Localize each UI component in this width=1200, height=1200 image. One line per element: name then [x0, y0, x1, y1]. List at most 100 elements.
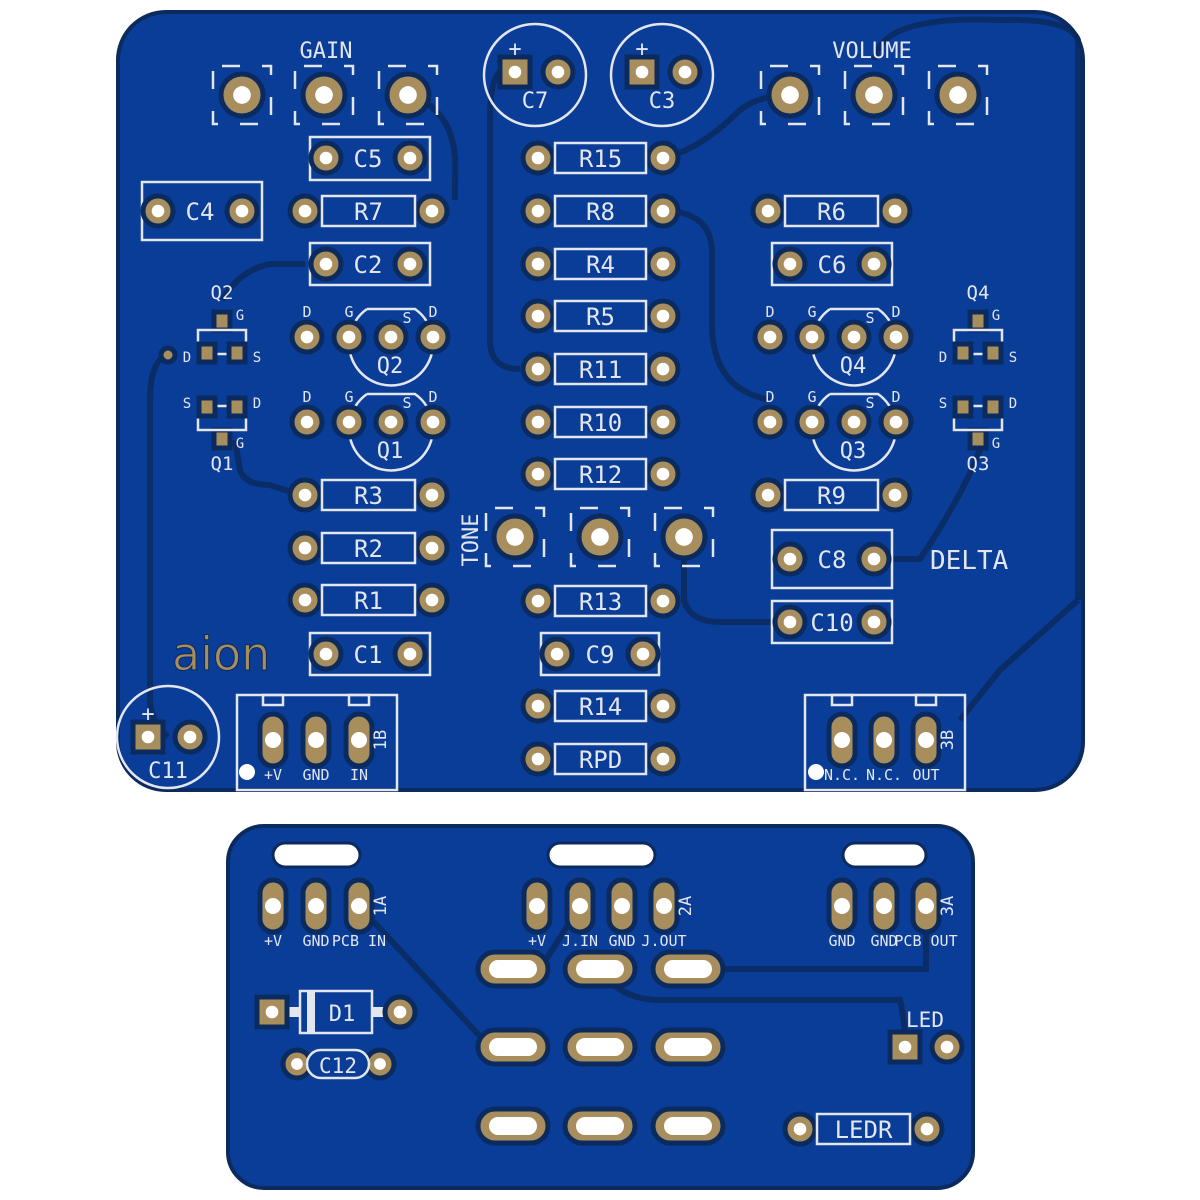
key-tab — [347, 693, 371, 707]
drill-hole — [888, 488, 902, 502]
lug-slot — [576, 1117, 624, 1135]
aion-logo: aion — [172, 627, 271, 682]
diode-d1: D1 — [254, 989, 418, 1035]
resistor-r8: R8 — [520, 193, 681, 229]
drill-hole — [425, 593, 439, 607]
electrolytic-c11: +C11 — [115, 684, 221, 790]
drill-hole — [591, 528, 609, 546]
resistor-label: RPD — [579, 746, 622, 774]
pin-label: D — [428, 303, 437, 321]
pot-outline — [484, 506, 546, 568]
resistor-label: R6 — [817, 198, 846, 226]
pin-label: G — [992, 308, 1000, 324]
resistor-r13: R13 — [520, 583, 681, 619]
resistor-r15: R15 — [520, 140, 681, 176]
transistor-label: Q1 — [377, 439, 404, 464]
drill-hole — [550, 647, 564, 661]
drill-hole — [531, 309, 545, 323]
resistor-label: R9 — [817, 482, 846, 510]
smd-pad — [226, 341, 248, 365]
drill-hole — [426, 415, 440, 429]
drill-hole — [940, 1040, 954, 1054]
capacitor-label: C6 — [818, 251, 847, 279]
resistor-body — [553, 405, 648, 439]
drill-hole — [551, 65, 565, 79]
drill-hole — [291, 1058, 303, 1070]
pin-label: PCB IN — [332, 932, 386, 950]
pot-outline — [653, 506, 715, 568]
capacitor-outline — [609, 22, 715, 128]
drill-hole — [656, 699, 670, 713]
drill-hole — [656, 752, 670, 766]
drill-hole — [763, 415, 777, 429]
connector-id: 2A — [676, 896, 696, 916]
resistor-r4: R4 — [520, 246, 681, 282]
pin-label: S — [865, 309, 874, 327]
drill-hole — [300, 330, 314, 344]
pin-label: D — [765, 303, 774, 321]
drill-hole — [319, 151, 333, 165]
pin-label: S — [253, 350, 261, 366]
capacitor-c9: C9 — [539, 631, 661, 677]
connector-id: 1A — [371, 896, 391, 916]
pin-label: +V — [264, 766, 282, 784]
pot-label: VOLUME — [832, 39, 911, 64]
drill-hole — [635, 65, 649, 79]
pin-label: D — [1009, 396, 1017, 412]
capacitor-c4: C4 — [140, 180, 264, 242]
resistor-r11: R11 — [520, 351, 681, 387]
capacitor-label: C2 — [354, 251, 383, 279]
resistor-label: R4 — [586, 251, 615, 279]
drill-hole — [656, 415, 670, 429]
drill-hole — [183, 730, 197, 744]
capacitor-c2: C2 — [308, 241, 432, 287]
drill-hole — [298, 541, 312, 555]
pin-label: D — [891, 303, 900, 321]
resistor-body — [553, 247, 648, 281]
drill-hole — [384, 415, 398, 429]
pin-label: OUT — [912, 766, 939, 784]
capacitor-c12: C12 — [280, 1047, 397, 1081]
pin-label: S — [183, 396, 191, 412]
drill-hole — [506, 528, 524, 546]
drill-hole — [656, 257, 670, 271]
transistor-label: Q4 — [840, 354, 867, 379]
pin-label: G — [236, 308, 244, 324]
capacitor-outline — [305, 1048, 371, 1080]
drill-hole — [531, 467, 545, 481]
drill-hole — [834, 898, 850, 914]
drill-hole — [898, 1040, 912, 1054]
smd-pad — [982, 341, 1004, 365]
drill-hole — [308, 732, 324, 748]
header-bar — [271, 841, 362, 869]
resistor-body — [320, 531, 417, 565]
polarity-mark: + — [141, 702, 154, 727]
capacitor-label: C5 — [354, 145, 383, 173]
drill-hole — [425, 204, 439, 218]
resistor-body — [553, 457, 648, 491]
resistor-r12: R12 — [520, 456, 681, 492]
pin-label: GND — [870, 932, 897, 950]
drill-hole — [342, 330, 356, 344]
drill-hole — [298, 204, 312, 218]
header-bar — [546, 841, 657, 869]
connector-outline — [235, 693, 399, 792]
resistor-r9: R9 — [750, 477, 913, 513]
capacitor-c1: C1 — [308, 631, 432, 677]
resistor-r6: R6 — [750, 193, 913, 229]
pin-label: D — [891, 388, 900, 406]
capacitor-label: C12 — [319, 1054, 357, 1078]
pin-label: GND — [302, 932, 329, 950]
resistor-body — [553, 194, 648, 228]
header-bar — [841, 841, 928, 869]
pin-label: G — [807, 303, 816, 321]
drill-hole — [298, 488, 312, 502]
footswitch-board — [226, 824, 975, 1190]
pin-label: GND — [608, 932, 635, 950]
smd-q3 — [952, 395, 1004, 451]
drill-hole — [656, 467, 670, 481]
